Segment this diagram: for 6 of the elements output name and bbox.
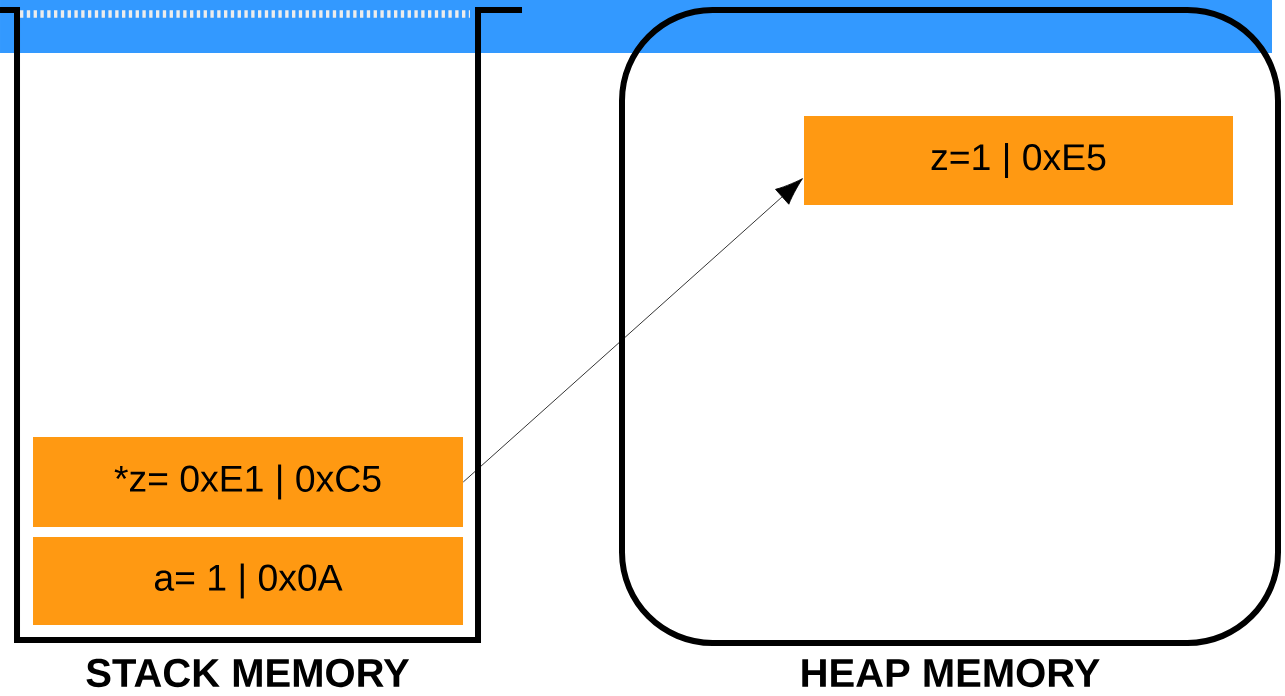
memory-cell: *z= 0xE1 | 0xC5	[33, 437, 463, 527]
section-heading: HEAP MEMORY	[802, 658, 1100, 688]
memory-cell: a= 1 | 0x0A	[33, 537, 463, 625]
section-heading: STACK MEMORY	[86, 658, 410, 688]
arrow	[462, 178, 803, 483]
memory-cell: z=1 | 0xE5	[804, 116, 1233, 205]
